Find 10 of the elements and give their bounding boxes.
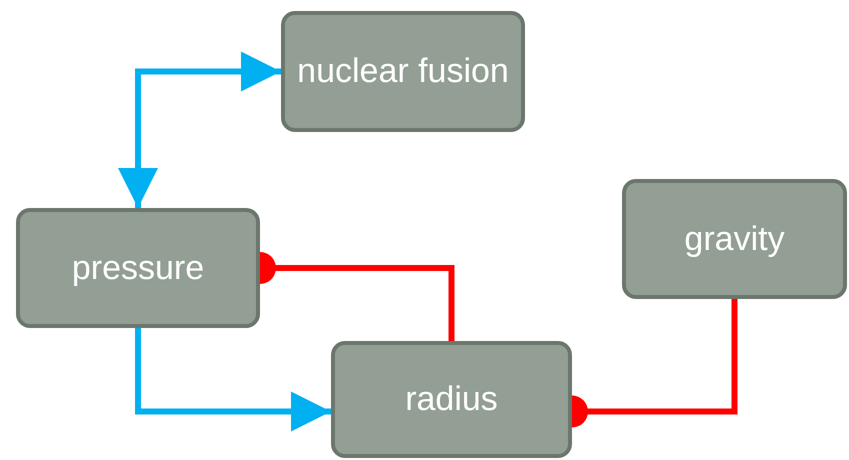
arrow	[135, 328, 331, 432]
node-label: radius	[405, 379, 498, 420]
process-box	[331, 341, 572, 458]
arrow	[118, 52, 281, 208]
node-label: gravity	[684, 218, 785, 260]
node-label: pressure	[72, 248, 204, 288]
node-label: nuclear fusion	[297, 51, 509, 92]
process-box	[281, 11, 525, 132]
process-box	[622, 179, 847, 299]
process-box	[16, 208, 260, 328]
